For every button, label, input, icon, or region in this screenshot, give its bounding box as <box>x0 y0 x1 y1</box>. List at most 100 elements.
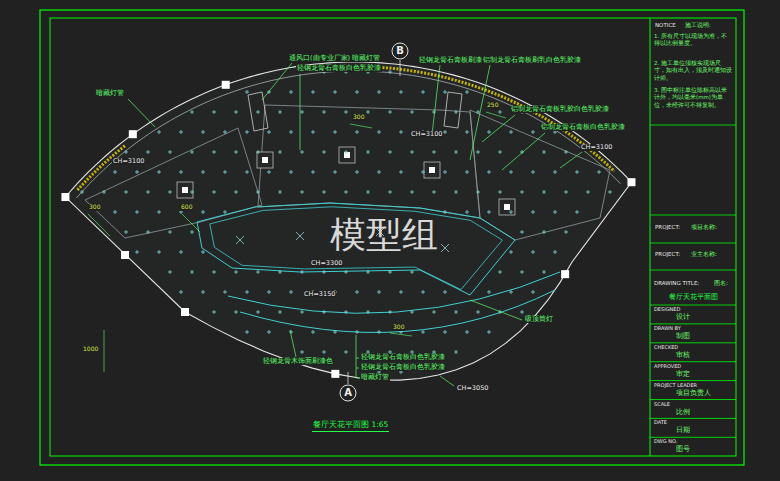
title-block-field: 图名: <box>713 280 729 287</box>
air-diffuser <box>257 152 273 168</box>
downlight <box>234 310 238 314</box>
title-block-field: PROJECT: <box>654 224 681 230</box>
downlight <box>201 250 205 254</box>
downlight <box>410 190 414 194</box>
callout-label: 暗藏灯管 <box>95 90 125 97</box>
column-symbol <box>61 193 69 201</box>
section-letter: B <box>396 46 404 56</box>
central-raised-ceiling-inner <box>210 207 503 290</box>
downlight <box>179 290 183 294</box>
section-line <box>348 372 349 384</box>
downlight <box>410 310 414 314</box>
callout-label: 轻钢龙骨石膏板白色乳胶漆 <box>296 65 382 72</box>
downlight <box>245 130 249 134</box>
downlight <box>520 190 524 194</box>
downlight <box>300 350 304 354</box>
section-marker-ring <box>340 385 356 401</box>
downlight <box>267 170 271 174</box>
downlight <box>531 290 535 294</box>
leader-line <box>502 133 545 170</box>
downlight <box>432 310 436 314</box>
watermark: 模型组 <box>330 214 438 255</box>
downlight <box>124 230 128 234</box>
pendant-mark <box>296 232 304 240</box>
downlight <box>388 310 392 314</box>
downlight <box>399 170 403 174</box>
downlight <box>256 150 260 154</box>
downlight <box>234 270 238 274</box>
pendant-mark <box>441 244 449 252</box>
title-block-row-value: 审核 <box>675 352 691 359</box>
notice-heading: NOTICE <box>654 22 677 28</box>
downlight <box>443 290 447 294</box>
title-block-rule <box>650 215 736 216</box>
downlight <box>157 210 161 214</box>
air-diffuser <box>339 147 355 163</box>
downlight <box>443 170 447 174</box>
downlight <box>465 210 469 214</box>
dimension-line <box>390 333 412 336</box>
downlight <box>179 250 183 254</box>
downlight <box>366 190 370 194</box>
downlight <box>443 330 447 334</box>
downlight <box>366 150 370 154</box>
leader-line <box>560 152 582 168</box>
downlight <box>487 210 491 214</box>
downlight <box>322 190 326 194</box>
leader-line <box>128 99 155 127</box>
leader-line <box>356 358 359 359</box>
column-symbol <box>222 81 230 89</box>
ceiling-height: CH=3100 <box>112 158 145 165</box>
title-block-rule <box>650 305 736 306</box>
title-block-row-value: 设计 <box>675 314 691 321</box>
downlight <box>168 150 172 154</box>
air-diffuser-core <box>344 152 350 158</box>
callout-label: 铝制龙骨石膏板白色乳胶漆 <box>540 124 626 131</box>
downlight <box>553 170 557 174</box>
title-block-row-heading: SCALE <box>653 402 671 408</box>
downlight <box>509 290 513 294</box>
title-block-rule <box>650 437 736 438</box>
downlight <box>212 190 216 194</box>
callout-label: 暗藏灯管 <box>360 374 390 381</box>
downlight <box>410 110 414 114</box>
downlight <box>289 130 293 134</box>
outer-frame <box>40 10 744 465</box>
downlight <box>355 130 359 134</box>
downlight <box>256 270 260 274</box>
downlight <box>201 170 205 174</box>
section-marker-ring <box>392 43 408 59</box>
column-symbol <box>331 370 339 378</box>
leader-line <box>440 376 454 386</box>
ceiling-panel <box>258 105 480 218</box>
downlight <box>542 230 546 234</box>
downlight <box>421 90 425 94</box>
downlight <box>344 310 348 314</box>
downlight <box>542 270 546 274</box>
drawing-name: 餐厅天花平面图 <box>668 293 719 301</box>
ceiling-height: CH=3100 <box>410 131 443 138</box>
downlight <box>146 230 150 234</box>
downlight <box>509 210 513 214</box>
downlight <box>234 150 238 154</box>
notice-text: 3. 图中标注单位除标高以米计外，均以毫米(mm)为单位，未经许可不得复制。 <box>654 87 732 109</box>
downlight <box>300 150 304 154</box>
callout-label: 轻钢龙骨石膏板白色乳胶漆 <box>360 354 446 361</box>
downlight <box>179 170 183 174</box>
notice-text: 1. 所有尺寸以现场为准，不得以比例量度。 <box>654 33 732 48</box>
downlight <box>322 270 326 274</box>
downlight <box>311 130 315 134</box>
downlight <box>201 290 205 294</box>
leader-line <box>356 378 359 379</box>
air-diffuser <box>177 182 193 198</box>
window-strip <box>362 67 615 172</box>
leader-line <box>432 65 440 135</box>
ceiling-panel <box>85 128 262 238</box>
downlight <box>388 70 392 74</box>
downlight <box>542 190 546 194</box>
downlight <box>564 230 568 234</box>
downlight <box>201 210 205 214</box>
title-block-row-heading: PROJECT LEADER <box>653 383 698 389</box>
leader-line <box>482 115 515 142</box>
downlight <box>289 290 293 294</box>
